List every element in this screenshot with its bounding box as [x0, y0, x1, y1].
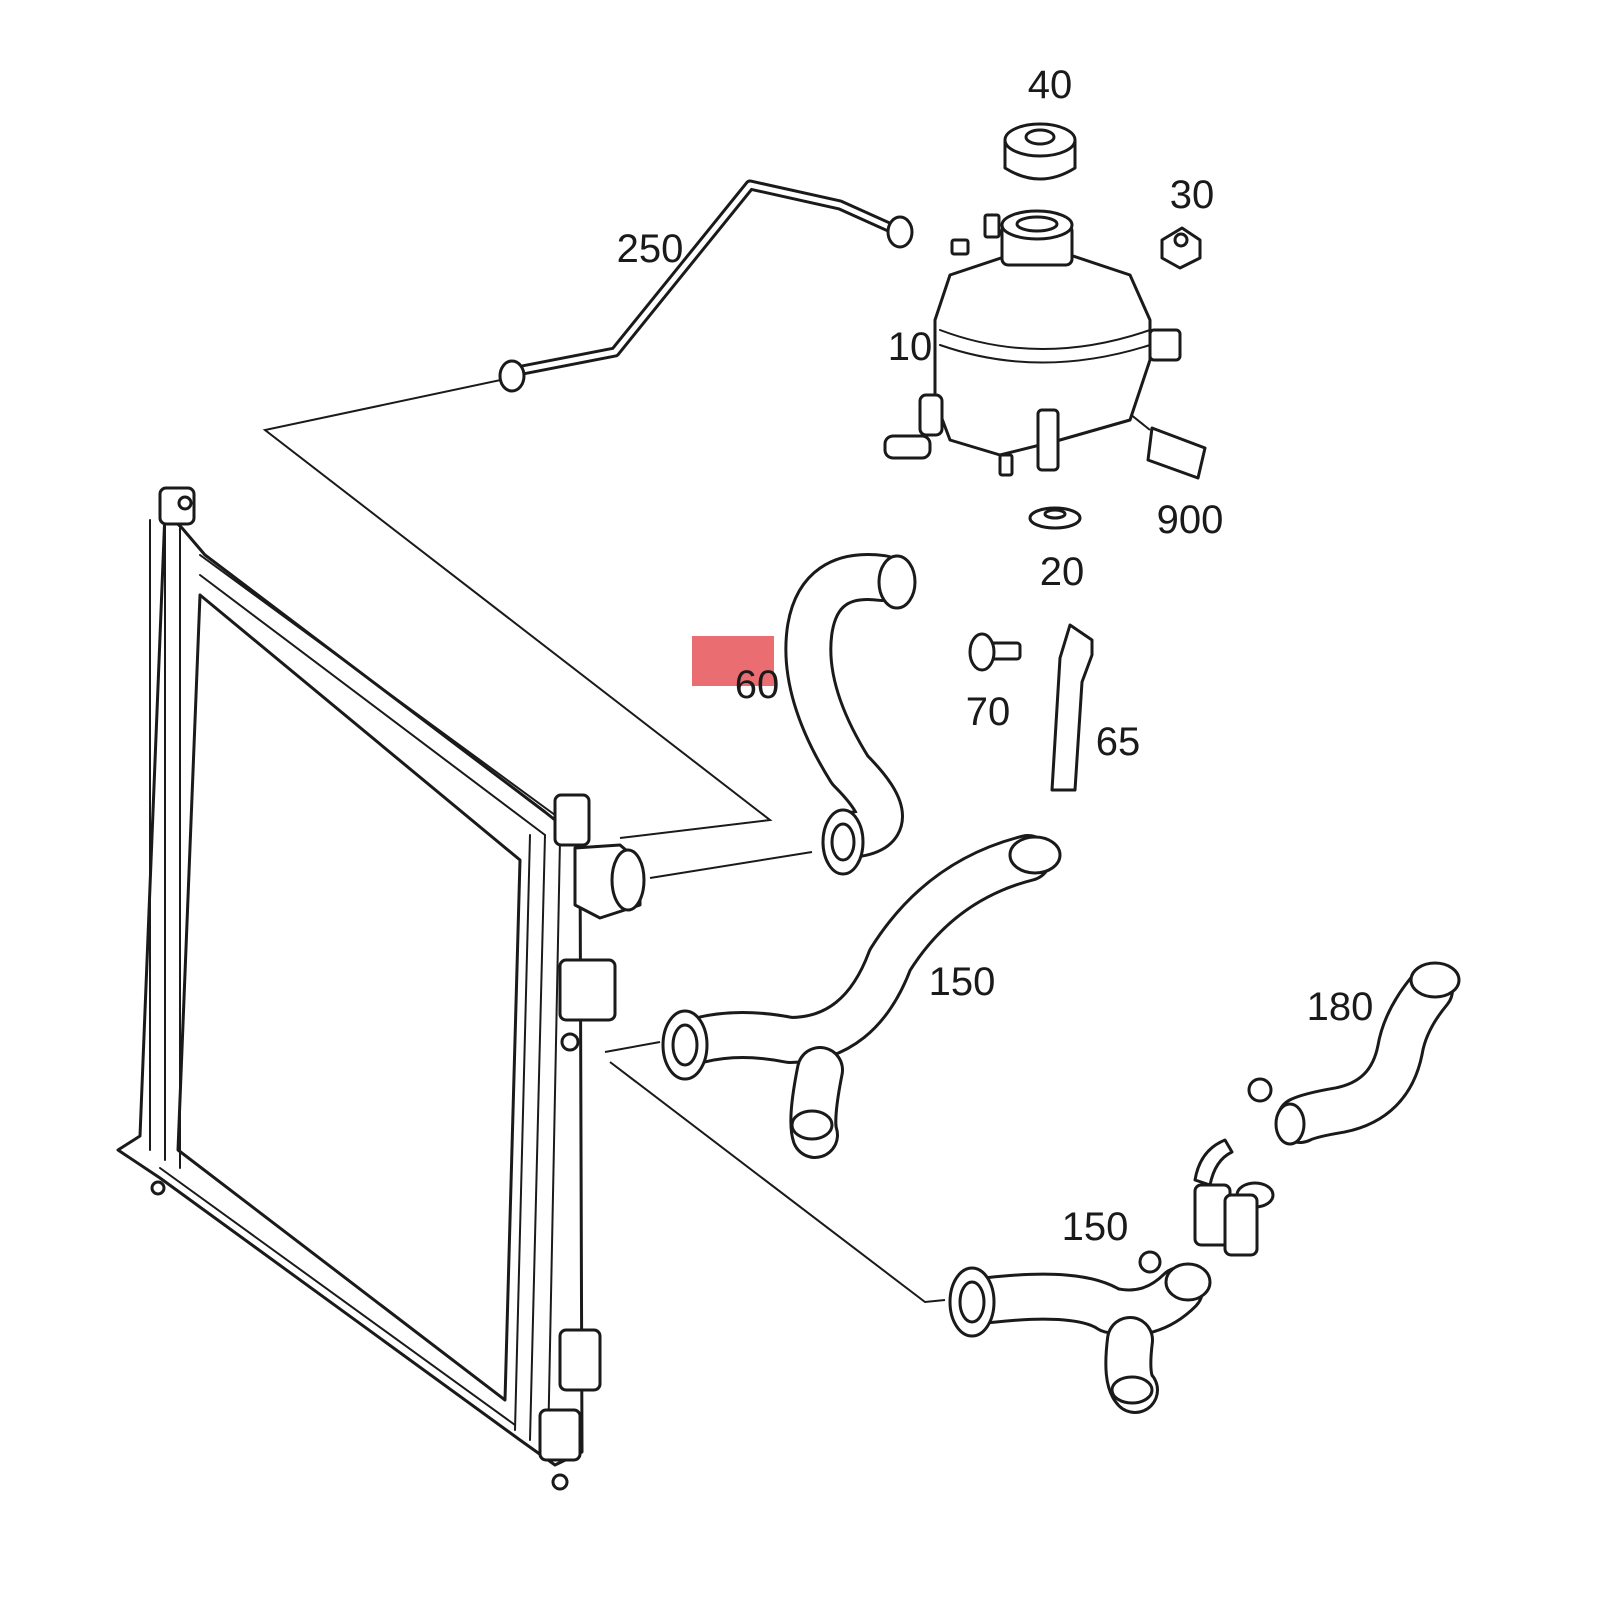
bracket-part-65	[1050, 623, 1094, 792]
label-150-lower: 150	[1062, 1205, 1129, 1249]
expansion-tank-part-10	[883, 209, 1182, 477]
screw-part-70	[968, 632, 1022, 672]
grommet-part-20	[1028, 506, 1082, 530]
label-70: 70	[966, 690, 1011, 734]
label-30: 30	[1170, 173, 1215, 217]
part-labels: 40 30 250 10 900 20 60 70 65 150 180 150	[617, 63, 1374, 1249]
label-250: 250	[617, 227, 684, 271]
cap-part-40	[1003, 122, 1077, 181]
vent-line-part-250	[498, 179, 914, 393]
label-20: 20	[1040, 550, 1085, 594]
nut-part-30	[1160, 226, 1202, 270]
label-60: 60	[735, 663, 780, 707]
label-900: 900	[1157, 498, 1224, 542]
radiator	[116, 486, 646, 1491]
label-10: 10	[888, 325, 933, 369]
hose-part-180	[1247, 961, 1461, 1146]
label-65: 65	[1096, 720, 1141, 764]
label-part-900	[1146, 426, 1207, 480]
lower-hose-part-150-lower	[948, 1250, 1212, 1414]
label-40: 40	[1028, 63, 1073, 107]
pipe-fitting	[1193, 1138, 1275, 1257]
label-180: 180	[1307, 985, 1374, 1029]
highlight-marker	[692, 636, 774, 686]
upper-hose-part-60	[784, 553, 917, 876]
lower-hose-part-150-upper	[661, 834, 1062, 1159]
label-150-upper: 150	[929, 960, 996, 1004]
